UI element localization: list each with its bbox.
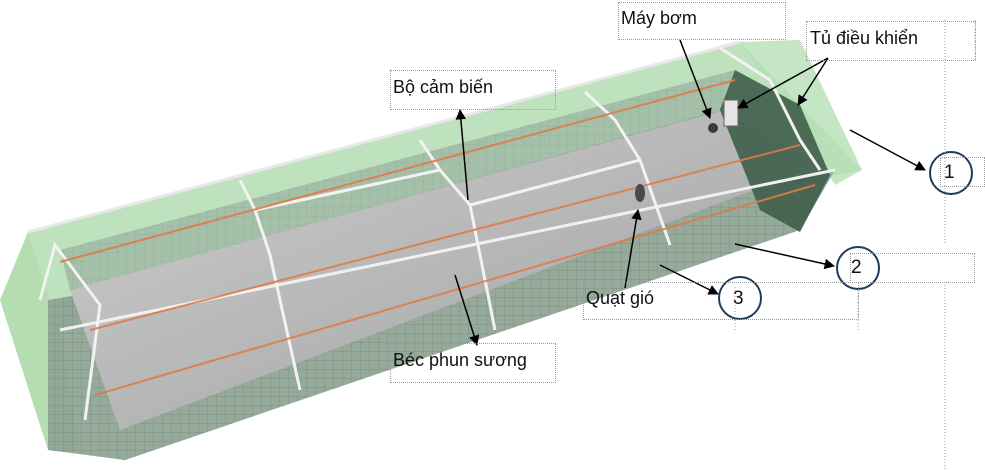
arrow-3 xyxy=(659,264,719,295)
greenhouse xyxy=(0,40,862,460)
marker-1-label: 1 xyxy=(944,162,955,183)
pump xyxy=(708,123,718,133)
label-bec-phun-suong: Béc phun sương xyxy=(393,350,527,370)
arrows xyxy=(454,39,926,347)
arrow-control-1 xyxy=(737,57,829,109)
arrow-fan xyxy=(624,208,642,289)
label-tu-dieu-khien: Tủ điều khiển xyxy=(810,28,919,48)
arrow-sensor xyxy=(455,108,469,201)
label-bo-cam-bien: Bộ cảm biến xyxy=(393,77,494,97)
roof-ridge xyxy=(27,40,741,234)
mist-pipes xyxy=(59,79,816,396)
arrow-2 xyxy=(734,243,836,270)
marker-2-label: 2 xyxy=(851,257,862,278)
arrow-1 xyxy=(849,129,926,171)
control-box xyxy=(723,99,739,127)
frames xyxy=(38,46,822,421)
arrow-control-2 xyxy=(797,57,829,106)
arrow-nozzle xyxy=(454,274,480,347)
fan xyxy=(635,184,645,202)
front-wall xyxy=(48,170,835,460)
label-quat-gio: Quạt gió xyxy=(586,288,655,308)
label-may-bom: Máy bơm xyxy=(621,8,697,28)
floor xyxy=(70,110,820,430)
marker-3-label: 3 xyxy=(733,288,744,309)
arrow-pump xyxy=(679,39,712,119)
